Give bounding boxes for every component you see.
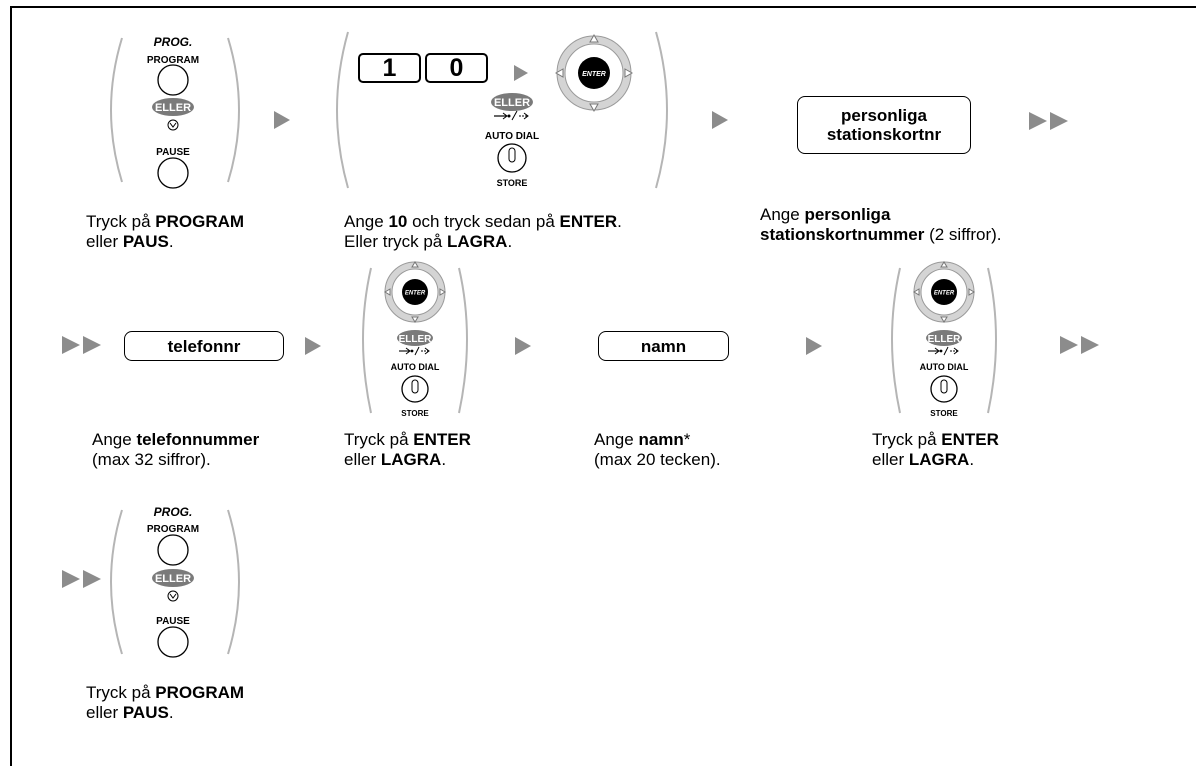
- phone-number-box: telefonnr: [124, 331, 284, 361]
- prog-label: PROG.: [154, 505, 193, 519]
- pause-button[interactable]: [157, 157, 189, 189]
- right-parenthesis: [227, 37, 240, 183]
- left-parenthesis: [362, 267, 372, 414]
- store-button[interactable]: [930, 375, 958, 403]
- store-button[interactable]: [401, 375, 429, 403]
- pause-icon: [167, 590, 179, 602]
- eller-badge: ELLER: [397, 330, 433, 346]
- svg-text:ELLER: ELLER: [928, 334, 962, 345]
- double-arrow-icon: [1029, 112, 1068, 130]
- pause-label: PAUSE: [156, 616, 190, 627]
- eller-badge: ELLER: [152, 569, 194, 587]
- arrow-icon: [515, 337, 531, 355]
- enter-label: ENTER: [582, 71, 606, 78]
- left-parenthesis: [110, 509, 123, 655]
- prog-label: PROG.: [154, 35, 193, 49]
- right-parenthesis: [987, 267, 997, 414]
- svg-text:ELLER: ELLER: [155, 573, 191, 585]
- double-arrow-icon: [62, 336, 101, 354]
- left-parenthesis: [110, 37, 123, 183]
- name-box: namn: [598, 331, 729, 361]
- arrow-icon: [712, 111, 728, 129]
- auto-dial-icon: [494, 110, 529, 121]
- digit-key-0[interactable]: 0: [425, 53, 488, 83]
- right-parenthesis: [458, 267, 468, 414]
- arrow-icon: [806, 337, 822, 355]
- program-pause-keys-final: PROG. PROGRAM ELLER PAUSE: [110, 505, 240, 658]
- digits-enter-group: ENTER ELLER AUTO DIAL STORE: [336, 31, 668, 189]
- store-label: STORE: [497, 178, 528, 188]
- program-label: PROGRAM: [147, 524, 199, 535]
- auto-dial-icon: [928, 346, 959, 356]
- pause-label: PAUSE: [156, 147, 190, 158]
- double-arrow-icon: [62, 570, 101, 588]
- caption-step8: Tryck på PROGRAM eller PAUS.: [86, 683, 245, 722]
- program-pause-keys: PROG. PROGRAM ELLER PAUSE: [110, 35, 240, 189]
- right-parenthesis: [227, 509, 240, 655]
- right-parenthesis: [655, 31, 668, 189]
- caption-step4: Ange telefonnummer (max 32 siffror).: [92, 430, 260, 469]
- pause-button[interactable]: [157, 626, 189, 658]
- svg-text:ELLER: ELLER: [399, 334, 433, 345]
- pause-icon: [167, 119, 179, 131]
- auto-dial-icon: [399, 346, 430, 356]
- double-arrow-icon: [1060, 336, 1099, 354]
- arrow-icon: [514, 65, 528, 81]
- enter-label: ENTER: [934, 291, 955, 297]
- enter-label: ENTER: [405, 291, 426, 297]
- arrow-icon: [305, 337, 321, 355]
- enter-store-group-1: ENTER ELLER AUTO DIAL STORE: [362, 261, 468, 418]
- program-button[interactable]: [157, 534, 189, 566]
- arrow-icon: [274, 111, 290, 129]
- caption-step3: Ange personliga stationskortnummer (2 si…: [760, 205, 1002, 244]
- navigator-key[interactable]: ENTER: [913, 261, 975, 323]
- store-button[interactable]: [497, 143, 527, 173]
- eller-badge: ELLER: [491, 93, 533, 111]
- caption-step6: Ange namn* (max 20 tecken).: [594, 430, 721, 469]
- caption-step7: Tryck på ENTER eller LAGRA.: [872, 430, 999, 469]
- caption-step2: Ange 10 och tryck sedan på ENTER. Eller …: [344, 212, 622, 251]
- auto-dial-label: AUTO DIAL: [485, 131, 539, 142]
- store-label: STORE: [930, 409, 958, 418]
- enter-store-group-2: ENTER ELLER AUTO DIAL STORE: [891, 261, 997, 418]
- left-parenthesis: [891, 267, 901, 414]
- diagram-frame: [10, 6, 1196, 766]
- program-label: PROGRAM: [147, 55, 199, 66]
- auto-dial-label: AUTO DIAL: [391, 362, 440, 372]
- digit-key-1[interactable]: 1: [358, 53, 421, 83]
- left-parenthesis: [336, 31, 349, 189]
- eller-badge: ELLER: [152, 98, 194, 116]
- caption-step5: Tryck på ENTER eller LAGRA.: [344, 430, 471, 469]
- personal-speed-dial-box: personliga stationskortnr: [797, 96, 971, 154]
- program-button[interactable]: [157, 64, 189, 96]
- caption-step1: Tryck på PROGRAM eller PAUS.: [86, 212, 245, 251]
- eller-badge: ELLER: [926, 330, 962, 346]
- store-label: STORE: [401, 409, 429, 418]
- svg-text:ELLER: ELLER: [494, 97, 530, 109]
- auto-dial-label: AUTO DIAL: [920, 362, 969, 372]
- navigator-key[interactable]: ENTER: [554, 33, 634, 113]
- navigator-key[interactable]: ENTER: [384, 261, 446, 323]
- svg-text:ELLER: ELLER: [155, 102, 191, 114]
